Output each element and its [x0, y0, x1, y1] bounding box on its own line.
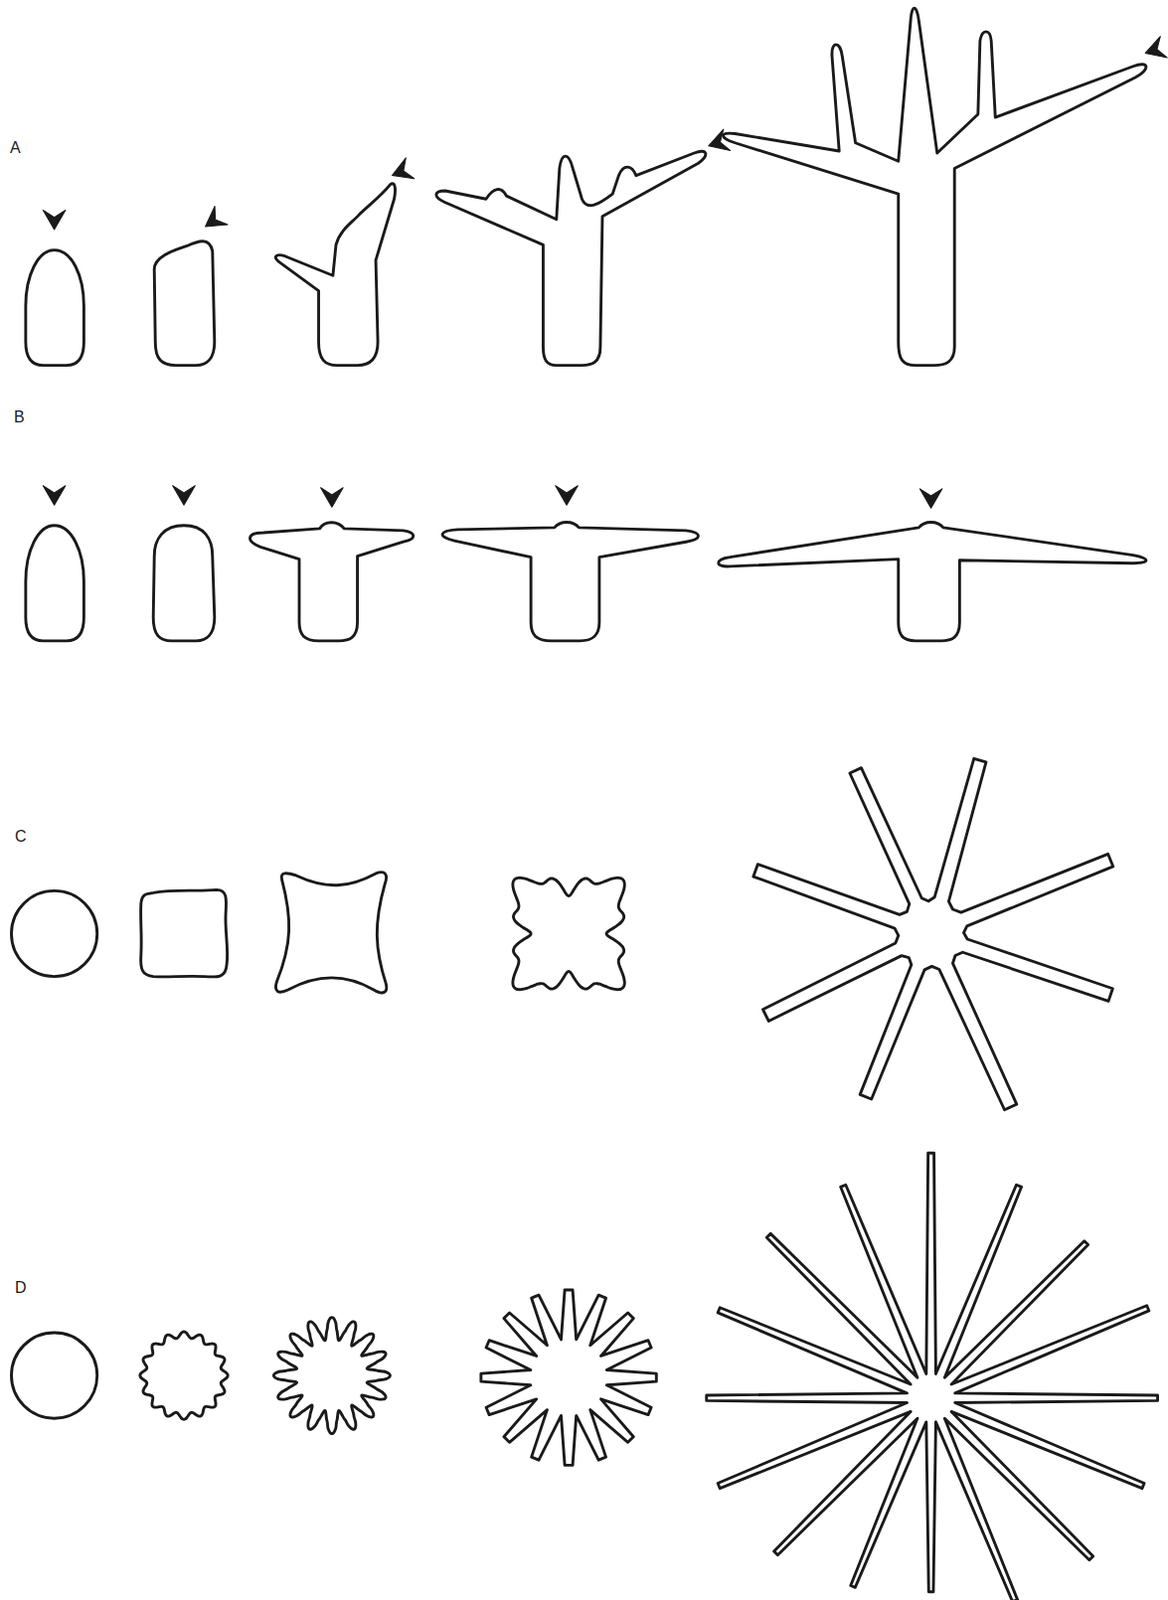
cell-outline	[706, 1153, 1159, 1600]
cell-outline	[718, 521, 1147, 641]
cell-outline	[275, 183, 395, 366]
cell-outline	[141, 889, 228, 978]
panel-letter: C	[14, 829, 27, 845]
cell-outline	[154, 241, 215, 366]
cell-outline	[250, 522, 414, 642]
cell-outline	[25, 250, 85, 366]
panel-letter: B	[13, 409, 25, 426]
arrowhead	[198, 206, 228, 237]
arrowhead	[919, 489, 943, 509]
cell-outline	[481, 1290, 657, 1466]
cell-outline	[436, 151, 706, 365]
arrowhead	[1142, 36, 1168, 65]
arrowhead	[172, 486, 196, 506]
panel-letter: A	[9, 140, 21, 157]
cell-outline	[10, 1333, 97, 1419]
cell-outline	[273, 1318, 390, 1435]
cell-outline	[275, 872, 386, 994]
cell-outline	[723, 7, 1147, 365]
cell-outline	[153, 525, 215, 642]
cell-outline	[753, 758, 1114, 1110]
arrowhead	[555, 486, 579, 506]
panel-letter: D	[14, 1280, 27, 1297]
cell-outline	[442, 521, 698, 641]
cell-outline	[10, 890, 97, 977]
arrowhead	[321, 488, 344, 508]
arrowhead	[387, 158, 415, 186]
cell-outline	[512, 877, 625, 990]
cell-outline	[140, 1332, 228, 1420]
arrowhead	[42, 210, 66, 231]
cell-outline	[25, 525, 85, 642]
arrowhead	[42, 486, 66, 506]
